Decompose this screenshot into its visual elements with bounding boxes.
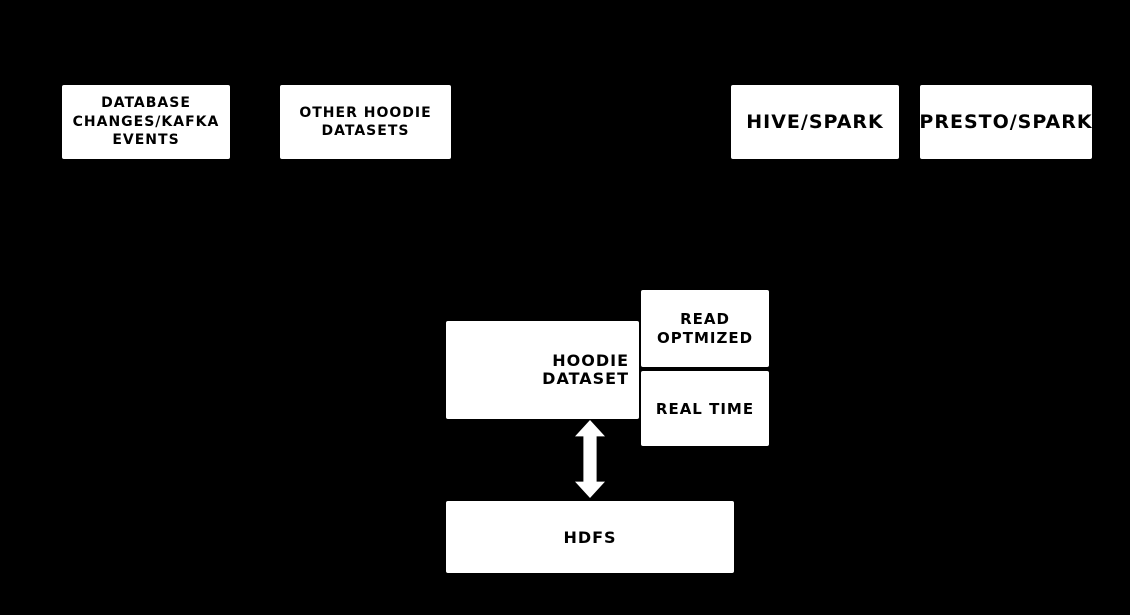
node-database-changes-kafka-events: DATABASE CHANGES/KAFKA EVENTS (62, 85, 230, 159)
node-label: HIVE/SPARK (746, 111, 884, 133)
node-read-optmized: READ OPTMIZED (641, 290, 769, 367)
node-hive-spark: HIVE/SPARK (731, 85, 899, 159)
node-label: REAL TIME (655, 399, 755, 418)
node-label-line: DATASETS (321, 123, 410, 139)
node-label: HDFS (563, 527, 617, 547)
node-label-line: DATASET (542, 369, 629, 388)
node-label-line: EVENTS (112, 132, 180, 149)
node-label-line: CHANGES/KAFKA (72, 113, 220, 130)
node-label-line: READ (680, 309, 730, 328)
node-label: PRESTO/SPARK (919, 111, 1093, 133)
node-presto-spark: PRESTO/SPARK (919, 85, 1093, 159)
node-other-hoodie-datasets: OTHER HOODIE DATASETS (280, 85, 451, 159)
node-real-time: REAL TIME (641, 371, 769, 446)
node-label-line: DATABASE (101, 95, 191, 112)
node-hoodie-dataset: HOODIE DATASET (446, 321, 639, 419)
node-label-line: OTHER HOODIE (299, 104, 432, 121)
vertical-double-arrow-icon (575, 420, 605, 498)
node-hdfs: HDFS (446, 501, 734, 573)
node-label-line: OPTMIZED (656, 328, 754, 347)
node-label-line: HOODIE (552, 351, 629, 370)
